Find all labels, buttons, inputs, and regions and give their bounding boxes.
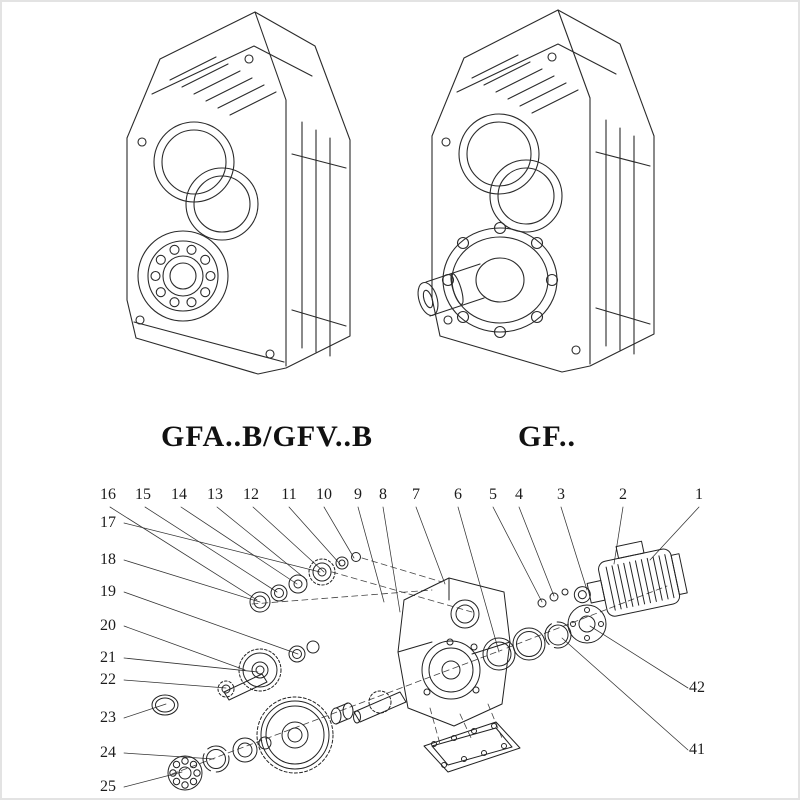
exploded-second-stage-parts [151,640,320,716]
callout-7: 7 [412,486,420,503]
construction-lines [171,557,668,775]
exploded-motor [573,540,688,617]
callout-8: 8 [379,486,387,503]
callout-11: 11 [281,486,297,503]
gearbox-shaft-mounted-drawing [417,9,655,373]
callout-22: 22 [100,671,116,688]
callout-25: 25 [100,778,116,795]
callout-17: 17 [100,514,116,531]
callout-1: 1 [695,486,703,503]
callout-3: 3 [557,486,565,503]
model-caption-left: GFA..B/GFV..B [161,420,373,453]
callout-5: 5 [489,486,497,503]
exploded-gasket-plate [423,721,521,773]
model-caption-right: GF.. [518,420,576,453]
callout-4: 4 [515,486,523,503]
callout-42: 42 [689,679,705,696]
exploded-view-diagram [109,506,700,791]
exploded-intermediate-shaft [330,690,407,725]
callout-16: 16 [100,486,116,503]
callout-14: 14 [171,486,187,503]
callout-9: 9 [354,486,362,503]
leader-lines [109,506,700,788]
callout-18: 18 [100,551,116,568]
callout-13: 13 [207,486,223,503]
callout-19: 19 [100,583,116,600]
callout-2: 2 [619,486,627,503]
exploded-seal-and-rings [482,588,607,671]
callout-41: 41 [689,741,705,758]
exploded-low-speed-shaft-parts [167,736,272,791]
callout-12: 12 [243,486,259,503]
gearbox-foot-mounted-drawing [126,11,351,375]
exploded-output-gear [256,696,334,774]
exploded-housing [397,577,511,727]
callout-21: 21 [100,649,116,666]
callout-6: 6 [454,486,462,503]
callout-10: 10 [316,486,332,503]
callout-24: 24 [100,744,116,761]
callout-15: 15 [135,486,151,503]
callout-23: 23 [100,709,116,726]
callout-20: 20 [100,617,116,634]
exploded-input-shaft-parts [249,552,361,613]
